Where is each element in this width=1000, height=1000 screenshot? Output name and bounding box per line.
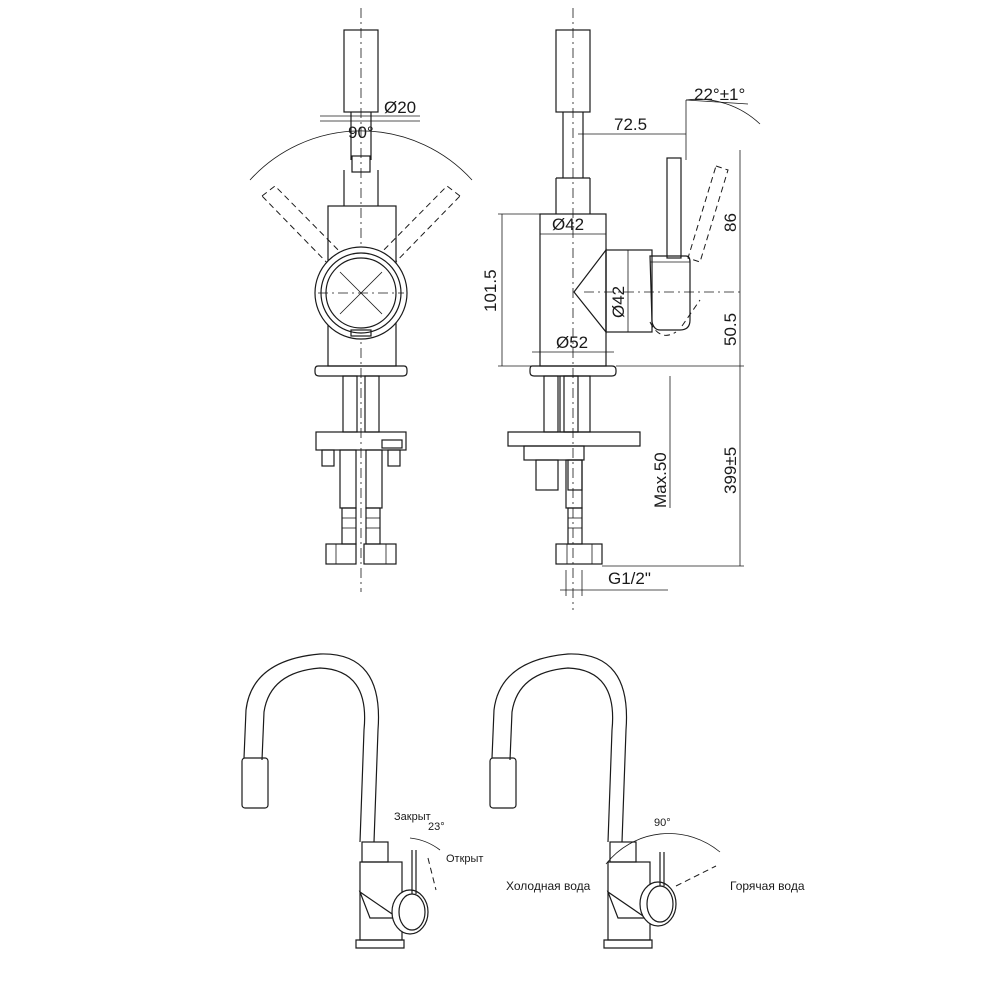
side-view: 72.5 Ø42 Ø42 22°±1° 86 50.5 399±5 bbox=[481, 8, 761, 610]
left-spout-tip bbox=[241, 757, 269, 809]
label-angle90-bottom: 90° bbox=[654, 817, 671, 829]
dim-399: 399±5 bbox=[721, 447, 740, 494]
right-base bbox=[603, 939, 653, 949]
front-view: Ø20 90° bbox=[249, 8, 473, 592]
dim-thread: G1/2" bbox=[608, 569, 651, 588]
side-knob bbox=[649, 255, 691, 331]
dim-angle22: 22°±1° bbox=[694, 85, 745, 104]
perspective-right: 90° Холодная вода Горячая вода bbox=[489, 653, 805, 949]
front-handle-cap bbox=[343, 29, 379, 113]
right-knob bbox=[639, 881, 677, 927]
dim-d20: Ø20 bbox=[384, 98, 416, 117]
side-lever bbox=[666, 157, 682, 259]
dim-d52: Ø52 bbox=[556, 333, 588, 352]
perspective-left: Закрыт 23° Открыт bbox=[241, 653, 483, 949]
label-angle23: 23° bbox=[428, 821, 445, 833]
left-knob bbox=[391, 889, 429, 935]
label-hot-water: Горячая вода bbox=[730, 879, 805, 893]
front-bracket bbox=[315, 431, 407, 451]
dim-max50: Max.50 bbox=[651, 452, 670, 508]
left-spout-inner bbox=[261, 667, 366, 843]
side-bracket bbox=[507, 431, 641, 447]
side-nut bbox=[555, 543, 603, 565]
dim-50-5: 50.5 bbox=[721, 313, 740, 346]
side-valve-cone bbox=[573, 248, 607, 334]
side-handle-cap bbox=[555, 29, 591, 113]
front-base bbox=[314, 365, 408, 377]
left-spout-outer bbox=[243, 653, 380, 843]
dim-d42-top: Ø42 bbox=[552, 215, 584, 234]
left-base bbox=[355, 939, 405, 949]
dim-angle90-top: 90° bbox=[348, 123, 374, 142]
label-open: Открыт bbox=[446, 853, 483, 865]
dim-d42-side: Ø42 bbox=[609, 286, 628, 318]
dim-101-5: 101.5 bbox=[481, 269, 500, 312]
right-spout-outer bbox=[491, 653, 628, 843]
right-spout-tip bbox=[489, 757, 517, 809]
side-base bbox=[529, 365, 617, 377]
dim-72-5: 72.5 bbox=[614, 115, 647, 134]
label-closed: Закрыт bbox=[394, 811, 431, 823]
label-cold-water: Холодная вода bbox=[506, 879, 591, 893]
right-spout-inner bbox=[509, 667, 614, 843]
dim-86: 86 bbox=[721, 213, 740, 232]
front-angle-arc bbox=[249, 130, 473, 181]
